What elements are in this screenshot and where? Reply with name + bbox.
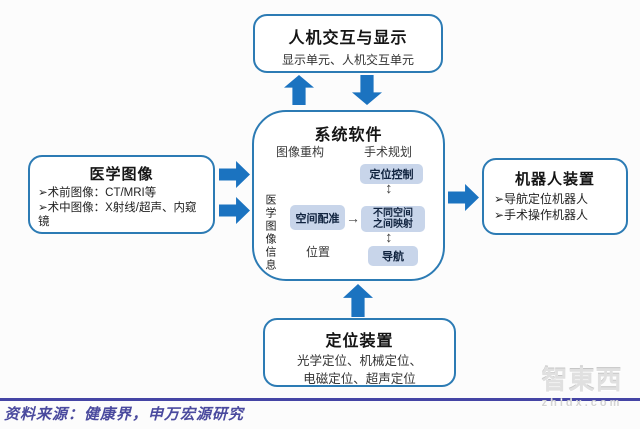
system-software-box: 系统软件 图像重构 手术规划 医学图像信息 位置 定位控制 空间配准 不同空间 … (252, 110, 445, 281)
list-item: ➢术前图像：CT/MRI等 (38, 187, 157, 199)
zhidx-logo: 智東西 (541, 365, 623, 395)
arrow-up-icon (343, 284, 373, 317)
space-mapping-node: 不同空间 之间映射 (361, 206, 425, 232)
space-mapping-line2: 之间映射 (373, 219, 413, 230)
positioning-device-box: 定位装置 光学定位、机械定位、 电磁定位、超声定位 (263, 318, 456, 387)
hmi-display-title: 人机交互与显示 (288, 30, 408, 47)
medical-image-info-vertical-label: 医学图像信息 (264, 194, 276, 272)
arrow-right-thin-icon: → (346, 210, 360, 226)
positioning-device-line2: 电磁定位、超声定位 (303, 372, 416, 387)
arrow-down-icon (352, 75, 382, 105)
arrow-right-icon (219, 161, 250, 188)
footer-divider (0, 398, 640, 401)
positioning-device-line1: 光学定位、机械定位、 (296, 354, 422, 368)
robot-device-list: ➢导航定位机器人 ➢手术操作机器人 (484, 189, 626, 223)
zhidx-domain: zhidx.com (541, 396, 623, 409)
navigation-node: 导航 (368, 246, 418, 266)
space-mapping-line1: 不同空间 (373, 207, 413, 219)
list-item: ➢手术操作机器人 (494, 207, 589, 222)
hmi-display-box: 人机交互与显示 显示单元、人机交互单元 (253, 14, 443, 73)
medical-image-title: 医学图像 (89, 166, 154, 183)
list-item: ➢术中图像：X射线/超声、内窥镜 (38, 201, 197, 229)
system-software-title: 系统软件 (314, 127, 383, 144)
medical-image-box: 医学图像 ➢术前图像：CT/MRI等 ➢术中图像：X射线/超声、内窥镜 (28, 155, 215, 234)
list-item: ➢导航定位机器人 (494, 192, 589, 206)
image-reconstruction-label: 图像重构 (276, 145, 325, 159)
double-arrow-vertical-icon: ↕ (385, 180, 393, 197)
hmi-display-subtitle: 显示单元、人机交互单元 (281, 53, 414, 67)
source-citation: 资料来源：健康界，申万宏源研究 (4, 407, 245, 423)
positioning-control-node: 定位控制 (360, 164, 423, 184)
arrow-right-icon (448, 184, 479, 211)
spatial-registration-node: 空间配准 (290, 205, 345, 230)
double-arrow-vertical-icon: ↕ (385, 229, 393, 246)
robot-device-box: 机器人装置 ➢导航定位机器人 ➢手术操作机器人 (482, 158, 628, 235)
arrow-up-icon (284, 75, 314, 105)
positioning-device-title: 定位装置 (325, 333, 394, 350)
position-label: 位置 (306, 245, 331, 259)
medical-image-list: ➢术前图像：CT/MRI等 ➢术中图像：X射线/超声、内窥镜 (30, 184, 213, 230)
watermark: 智東西 zhidx.com (528, 366, 636, 409)
robot-device-title: 机器人装置 (514, 171, 595, 188)
surgery-planning-label: 手术规划 (364, 145, 413, 159)
arrow-right-icon (219, 197, 250, 224)
